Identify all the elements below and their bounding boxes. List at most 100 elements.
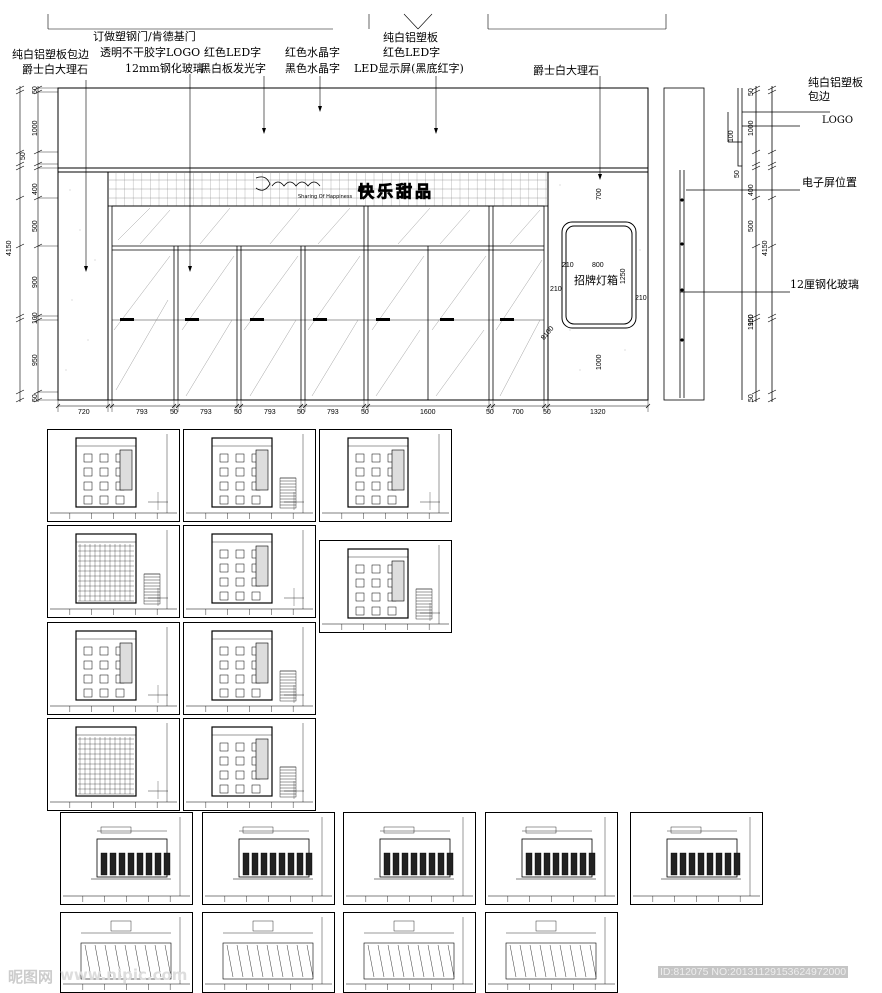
side-dim-50a: 50 — [734, 170, 741, 178]
note-red-crystal: 红色水晶字 — [285, 46, 340, 59]
side-dim-50c: 50 — [748, 394, 755, 402]
lightbox-offset-right: 210 — [635, 295, 647, 302]
sheet-drawing — [205, 817, 332, 902]
note-aluminum-edge: 纯白铝塑板包边 — [12, 48, 89, 61]
sheet-floor-plan-3[interactable] — [319, 429, 452, 522]
note-jazz-white-marble-right: 爵士白大理石 — [533, 64, 599, 77]
sign-chars: 快乐甜品 — [358, 182, 435, 202]
vdim-950: 950 — [32, 354, 39, 366]
sheet-elevation-e[interactable] — [630, 812, 763, 905]
lightbox-width: 800 — [592, 262, 604, 269]
sheet-floor-tile-plan[interactable] — [47, 622, 180, 715]
sheet-drawing — [205, 917, 332, 990]
sheet-elevation-d[interactable] — [485, 812, 618, 905]
hdim-50-4: 50 — [361, 409, 369, 416]
sheet-detail-c[interactable] — [343, 912, 476, 993]
sheet-drawing — [488, 817, 615, 902]
sheet-drawing — [633, 817, 760, 902]
sheet-drawing — [488, 917, 615, 990]
side-label-edge: 包边 — [808, 90, 830, 103]
note-red-led-2: 红色LED字 — [383, 46, 441, 59]
sheet-drawing — [186, 627, 313, 712]
sign-logo-subtitle: Sharing Of Happiness — [298, 194, 353, 200]
lightbox-label: 招牌灯箱 — [574, 274, 618, 287]
lightbox-height: 1250 — [620, 268, 627, 284]
note-led-screen: LED显示屏(黑底红字) — [354, 62, 464, 75]
sheet-detail-b[interactable] — [202, 912, 335, 993]
sheet-floor-plan-1[interactable] — [47, 429, 180, 522]
sheet-drawing — [50, 627, 177, 712]
hdim-700: 700 — [512, 409, 524, 416]
sheet-elevation-c[interactable] — [343, 812, 476, 905]
side-label-screen: 电子屏位置 — [802, 176, 857, 189]
side-dim-500: 500 — [748, 220, 755, 232]
vdim-400: 400 — [32, 183, 39, 195]
sheet-drawing — [186, 434, 313, 519]
watermark-url: www.nipic.com — [60, 966, 188, 984]
hdim-793-2: 793 — [200, 409, 212, 416]
hdim-50-5: 50 — [486, 409, 494, 416]
vdim-total: 4150 — [6, 240, 13, 256]
watermark-id: ID:812075 NO:20131129153624972000 — [658, 966, 849, 978]
hdim-1600: 1600 — [420, 409, 436, 416]
sheet-drawing — [63, 917, 190, 990]
note-red-led-1: 红色LED字 — [204, 46, 262, 59]
sheet-drawing — [322, 434, 449, 519]
sheet-ceiling-plan-1[interactable] — [183, 622, 316, 715]
hdim-793-1: 793 — [136, 409, 148, 416]
note-black-crystal: 黑色水晶字 — [285, 62, 340, 75]
lightbox-bottom-offset: 1000 — [596, 354, 603, 370]
hdim-793-3: 793 — [264, 409, 276, 416]
hdim-50-1: 50 — [170, 409, 178, 416]
watermark-logo: 昵图网 — [8, 968, 54, 986]
sheet-elevation-a[interactable] — [60, 812, 193, 905]
side-dim-400: 400 — [748, 184, 755, 196]
note-black-white-glow: 黑白板发光字 — [200, 62, 266, 75]
note-transparent-logo: 透明不干胶字LOGO — [100, 46, 201, 59]
lightbox-top-offset: 700 — [596, 188, 603, 200]
hdim-50-2: 50 — [234, 409, 242, 416]
sheet-ceiling-plan-2[interactable] — [183, 718, 316, 811]
vdim-500: 500 — [32, 220, 39, 232]
sheet-drawing — [50, 530, 177, 615]
sheet-shell-plan-2[interactable] — [183, 525, 316, 618]
side-dim-100b: 100 — [748, 314, 755, 326]
side-dim-1000: 1000 — [748, 120, 755, 136]
note-white-aluminum: 纯白铝塑板 — [383, 31, 438, 44]
sheet-drawing — [63, 817, 190, 902]
sheet-elevation-b[interactable] — [202, 812, 335, 905]
vdim-50-bottom: 50 — [32, 394, 39, 402]
side-dim-100: 100 — [728, 130, 735, 142]
hdim-50-3: 50 — [297, 409, 305, 416]
vdim-1000: 1000 — [32, 120, 39, 136]
sheet-furniture-plan[interactable] — [47, 718, 180, 811]
sheet-drawing — [346, 817, 473, 902]
side-label-glass: 12厘钢化玻璃 — [790, 278, 859, 291]
sheet-detail-a[interactable] — [60, 912, 193, 993]
vdim-50-b: 50 — [20, 152, 27, 160]
vdim-100: 100 — [32, 312, 39, 324]
sheet-drawing — [50, 434, 177, 519]
sheet-floor-plan-2[interactable] — [183, 429, 316, 522]
note-tempered-glass: 12mm钢化玻璃 — [125, 62, 204, 75]
hdim-793-4: 793 — [327, 409, 339, 416]
lightbox-side-offset: 210 — [562, 262, 574, 269]
sheet-drawing — [50, 723, 177, 808]
note-jazz-white-marble-left: 爵士白大理石 — [22, 63, 88, 76]
side-dim-4150: 4150 — [762, 240, 769, 256]
sheet-drawing — [322, 545, 449, 630]
lightbox-offset-left: 210 — [550, 286, 562, 293]
sheet-drawing — [186, 530, 313, 615]
sheet-counter-elevation[interactable] — [319, 540, 452, 633]
side-label-aluminum: 纯白铝塑板 — [808, 76, 863, 89]
vdim-900: 900 — [32, 276, 39, 288]
hdim-50-6: 50 — [543, 409, 551, 416]
note-custom-door: 订做塑钢门/肯德基门 — [93, 30, 196, 43]
vdim-50-top: 50 — [32, 86, 39, 94]
sheet-drawing — [346, 917, 473, 990]
sheet-shell-plan-1[interactable] — [47, 525, 180, 618]
side-label-logo: LOGO — [822, 115, 854, 126]
sheet-material-list[interactable] — [485, 912, 618, 993]
sheet-drawing — [186, 723, 313, 808]
